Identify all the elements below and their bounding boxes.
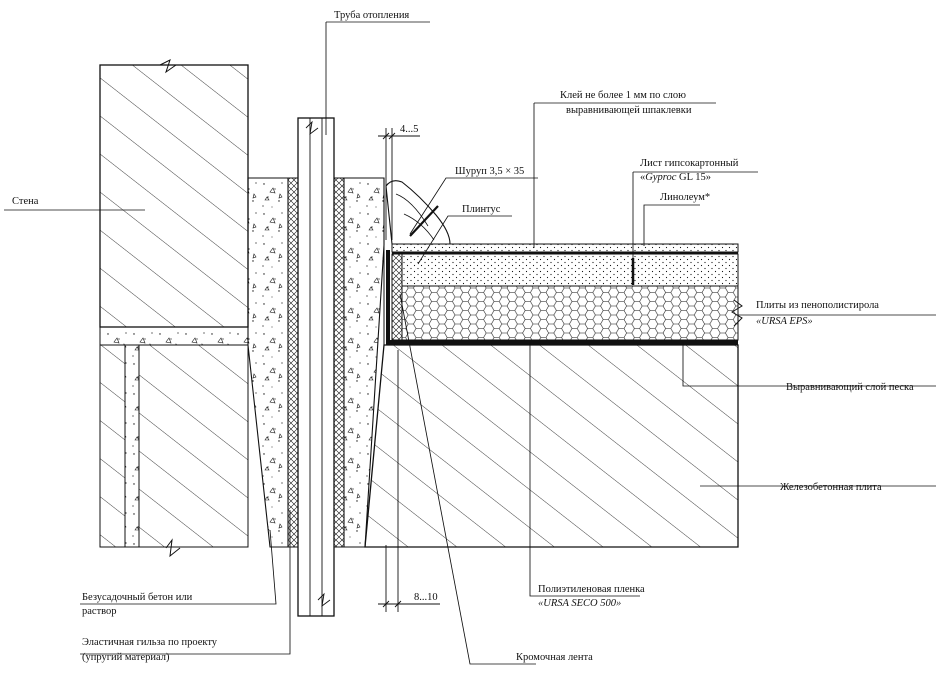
label-screw: Шуруп 3,5 × 35 bbox=[455, 166, 524, 177]
label-eps-line1: Плиты из пенополистирола bbox=[756, 300, 879, 311]
label-concrete-line1: Безусадочный бетон или bbox=[82, 592, 193, 603]
label-sand-layer: Выравнивающий слой песка bbox=[786, 382, 914, 393]
label-sleeve-line1: Эластичная гильза по проекту bbox=[82, 637, 218, 648]
elastic-sleeve-left bbox=[287, 177, 299, 548]
concrete-fill-right bbox=[343, 177, 385, 548]
floor-buildup bbox=[386, 243, 739, 345]
wall-block bbox=[99, 64, 249, 328]
label-eps-line2: «URSA EPS» bbox=[756, 316, 813, 327]
concrete-fill-left bbox=[247, 177, 289, 548]
label-concrete-slab: Железобетонная плита bbox=[780, 482, 882, 493]
elastic-sleeve-right bbox=[333, 177, 345, 548]
label-heating-pipe: Труба отопления bbox=[334, 10, 409, 21]
leader-lines bbox=[4, 21, 936, 665]
label-concrete-line2: раствор bbox=[82, 606, 117, 617]
label-gap-top: 4...5 bbox=[400, 124, 418, 135]
heating-pipe bbox=[297, 117, 335, 617]
label-plinth: Плинтус bbox=[462, 204, 501, 215]
label-gap-bottom: 8...10 bbox=[414, 592, 438, 603]
label-glue-line1: Клей не более 1 мм по слою bbox=[560, 90, 686, 101]
label-gypsum-line1: Лист гипсокартонный bbox=[640, 158, 739, 169]
label-pe-line2: «URSA SECO 500» bbox=[538, 598, 621, 609]
label-sleeve-line2: (упругий материал) bbox=[82, 652, 170, 663]
gypsum-board bbox=[401, 253, 739, 287]
pe-film bbox=[386, 250, 738, 344]
linoleum bbox=[391, 243, 739, 253]
reinforced-concrete-slab bbox=[364, 344, 739, 548]
left-lower-slab bbox=[99, 344, 249, 548]
break-mark-top bbox=[159, 59, 177, 74]
label-gypsum-line2: «Gyproc GL 15» bbox=[640, 172, 711, 183]
label-glue-line2: выравнивающей шпаклевки bbox=[566, 105, 692, 116]
label-wall: Стена bbox=[12, 196, 39, 207]
mortar-bed bbox=[99, 326, 249, 548]
dimensions bbox=[378, 128, 440, 612]
layer-break bbox=[731, 299, 743, 327]
plinth bbox=[385, 180, 451, 245]
eps-plates bbox=[401, 285, 739, 341]
label-pe-line1: Полиэтиленовая пленка bbox=[538, 584, 645, 595]
label-edge-tape: Кромочная лента bbox=[516, 652, 593, 663]
label-linoleum: Линолеум* bbox=[660, 192, 710, 203]
